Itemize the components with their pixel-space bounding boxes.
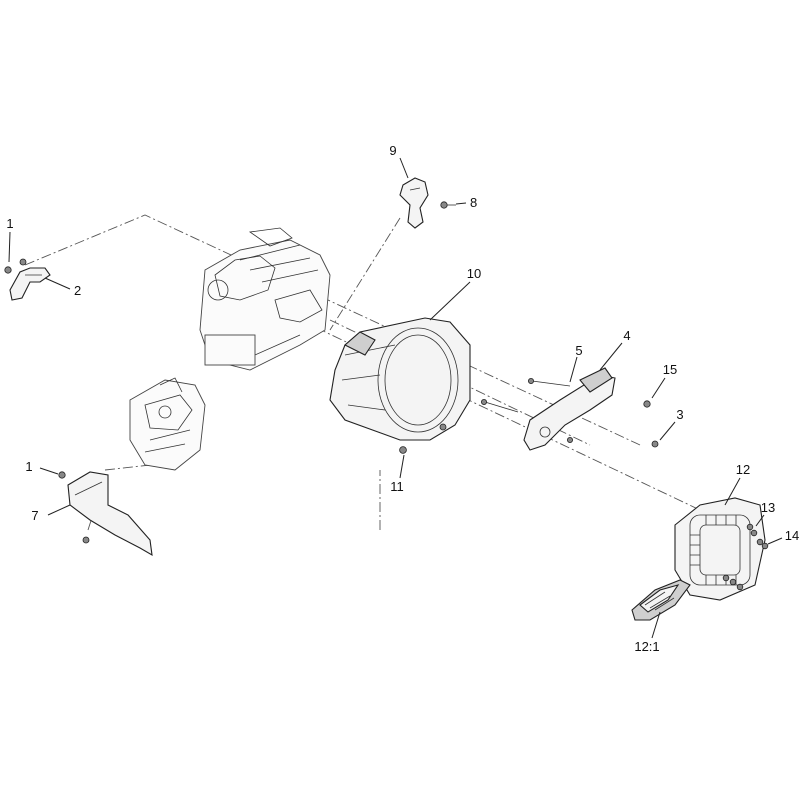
callout-labels: 1 2 9 8 10 5 4 15 3 11 1 7 12 13 14 12:1 [6,143,799,654]
engine-cylinder-head [129,377,206,471]
callout-12: 12 [736,462,750,477]
part-10-blower-housing [329,317,471,441]
part-1-screw-top [4,266,12,274]
callout-4: 4 [623,328,630,343]
callout-5: 5 [575,343,582,358]
part-3-nut [651,440,659,448]
callout-14: 14 [785,528,799,543]
starter-mount-screws [722,574,744,591]
part-8-screw [440,201,456,209]
callout-15: 15 [663,362,677,377]
callout-3: 3 [676,407,683,422]
engine-block [199,227,331,371]
callout-7: 7 [31,508,38,523]
callout-10: 10 [467,266,481,281]
part-14-screws [756,538,769,550]
callout-1-top: 1 [6,216,13,231]
part-1-screw-bottom [58,471,66,479]
part-5-bolts [480,377,571,413]
part-7-shield [67,471,153,557]
callout-13: 13 [761,500,775,515]
part-11-screw [399,423,447,454]
callout-9: 9 [389,143,396,158]
part-9-bracket [399,177,429,229]
part-4-guard [523,367,616,451]
part-7-screw [82,536,90,544]
callout-11: 11 [390,479,404,494]
callout-12-1: 12:1 [634,639,659,654]
part-12-1-starter-handle [631,579,691,621]
part-15-screw [643,400,651,408]
part-2-bracket [9,258,51,301]
part-13-screws [746,523,758,537]
callout-8: 8 [470,195,477,210]
leader-lines [8,157,783,639]
callout-1-bottom: 1 [25,459,32,474]
callout-2: 2 [74,283,81,298]
